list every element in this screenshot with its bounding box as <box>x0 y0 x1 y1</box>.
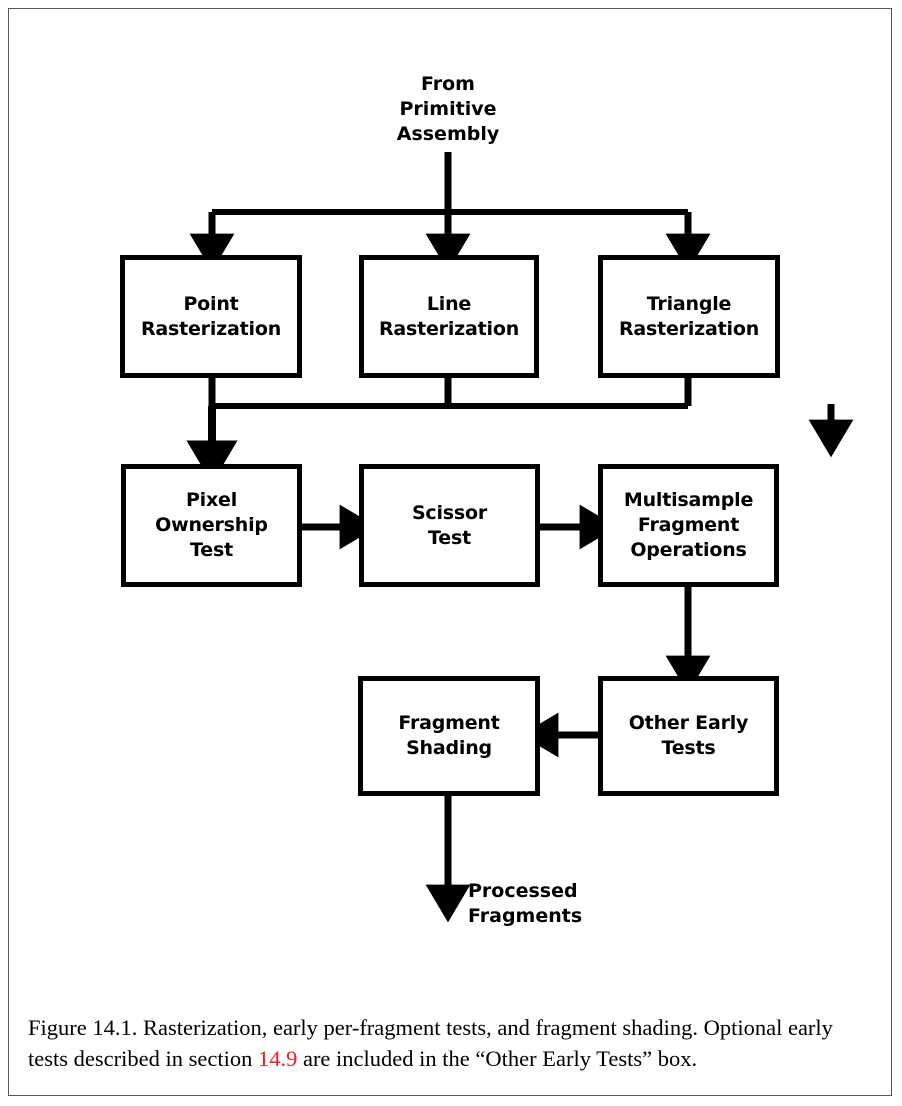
figure-caption: Figure 14.1. Rasterization, early per-fr… <box>28 1012 878 1074</box>
node-multisample-fragment-operations[interactable]: Multisample Fragment Operations <box>598 464 779 587</box>
node-point-rasterization-label: Point Rasterization <box>140 292 282 340</box>
node-triangle-rasterization-label: Triangle Rasterization <box>618 292 760 340</box>
caption-text-after: are included in the “Other Early Tests” … <box>297 1046 698 1071</box>
node-pixel-ownership-test[interactable]: Pixel Ownership Test <box>121 464 302 587</box>
caption-text-before: Figure 14.1. Rasterization, early per-fr… <box>28 1015 833 1071</box>
node-other-early-tests-label: Other Early Tests <box>628 712 749 759</box>
connector-fanout-bar <box>189 209 711 272</box>
output-label: Processed Fragments <box>468 880 583 927</box>
caption-section-reference[interactable]: 14.9 <box>257 1046 298 1071</box>
input-label: From Primitive Assembly <box>396 73 500 145</box>
node-fragment-shading[interactable]: Fragment Shading <box>358 676 540 796</box>
connector-merge-bar <box>186 377 692 484</box>
node-other-early-tests[interactable]: Other Early Tests <box>598 676 779 796</box>
node-multisample-fragment-operations-label: Multisample Fragment Operations <box>623 489 754 561</box>
node-line-rasterization[interactable]: Line Rasterization <box>359 255 539 378</box>
node-triangle-rasterization[interactable]: Triangle Rasterization <box>598 255 780 378</box>
node-pixel-ownership-test-label: Pixel Ownership Test <box>155 489 268 561</box>
node-fragment-shading-label: Fragment Shading <box>398 712 500 759</box>
node-point-rasterization[interactable]: Point Rasterization <box>120 255 302 378</box>
node-line-rasterization-label: Line Rasterization <box>378 292 520 340</box>
node-scissor-test-label: Scissor Test <box>411 501 488 549</box>
node-scissor-test[interactable]: Scissor Test <box>359 464 540 587</box>
